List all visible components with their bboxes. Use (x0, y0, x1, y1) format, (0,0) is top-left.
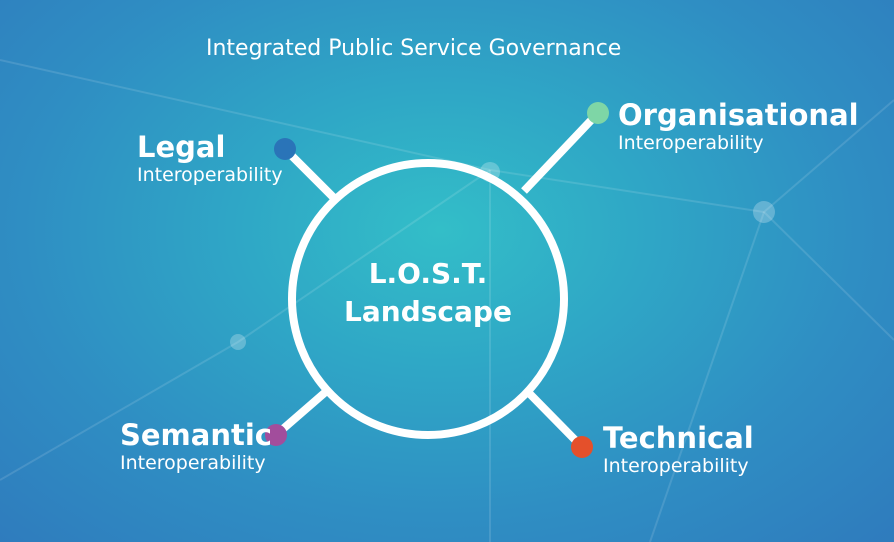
technical-heading: Technical (603, 421, 754, 455)
center-line2: Landscape (344, 295, 512, 328)
center-label: L.O.S.T. Landscape (292, 255, 564, 331)
center-circle (288, 159, 568, 439)
diagram-title: Integrated Public Service Governance (206, 36, 622, 61)
legal-label: Legal Interoperability (137, 131, 283, 187)
semantic-label: Semantic Interoperability (120, 419, 272, 475)
legal-heading: Legal (137, 130, 226, 164)
semantic-heading: Semantic (120, 418, 272, 452)
center-line1: L.O.S.T. (368, 257, 488, 290)
legal-sub: Interoperability (137, 164, 283, 186)
connector-lines (273, 110, 601, 450)
organisational-sub: Interoperability (618, 132, 764, 154)
semantic-sub: Interoperability (120, 452, 266, 474)
technical-label: Technical Interoperability (603, 422, 754, 478)
technical-sub: Interoperability (603, 455, 749, 477)
technical-dot (571, 436, 593, 458)
semantic-dot (265, 424, 287, 446)
organisational-dot (587, 102, 609, 124)
organisational-label: Organisational Interoperability (618, 99, 859, 155)
organisational-heading: Organisational (618, 98, 859, 132)
background-nodes (230, 162, 775, 350)
legal-dot (274, 138, 296, 160)
